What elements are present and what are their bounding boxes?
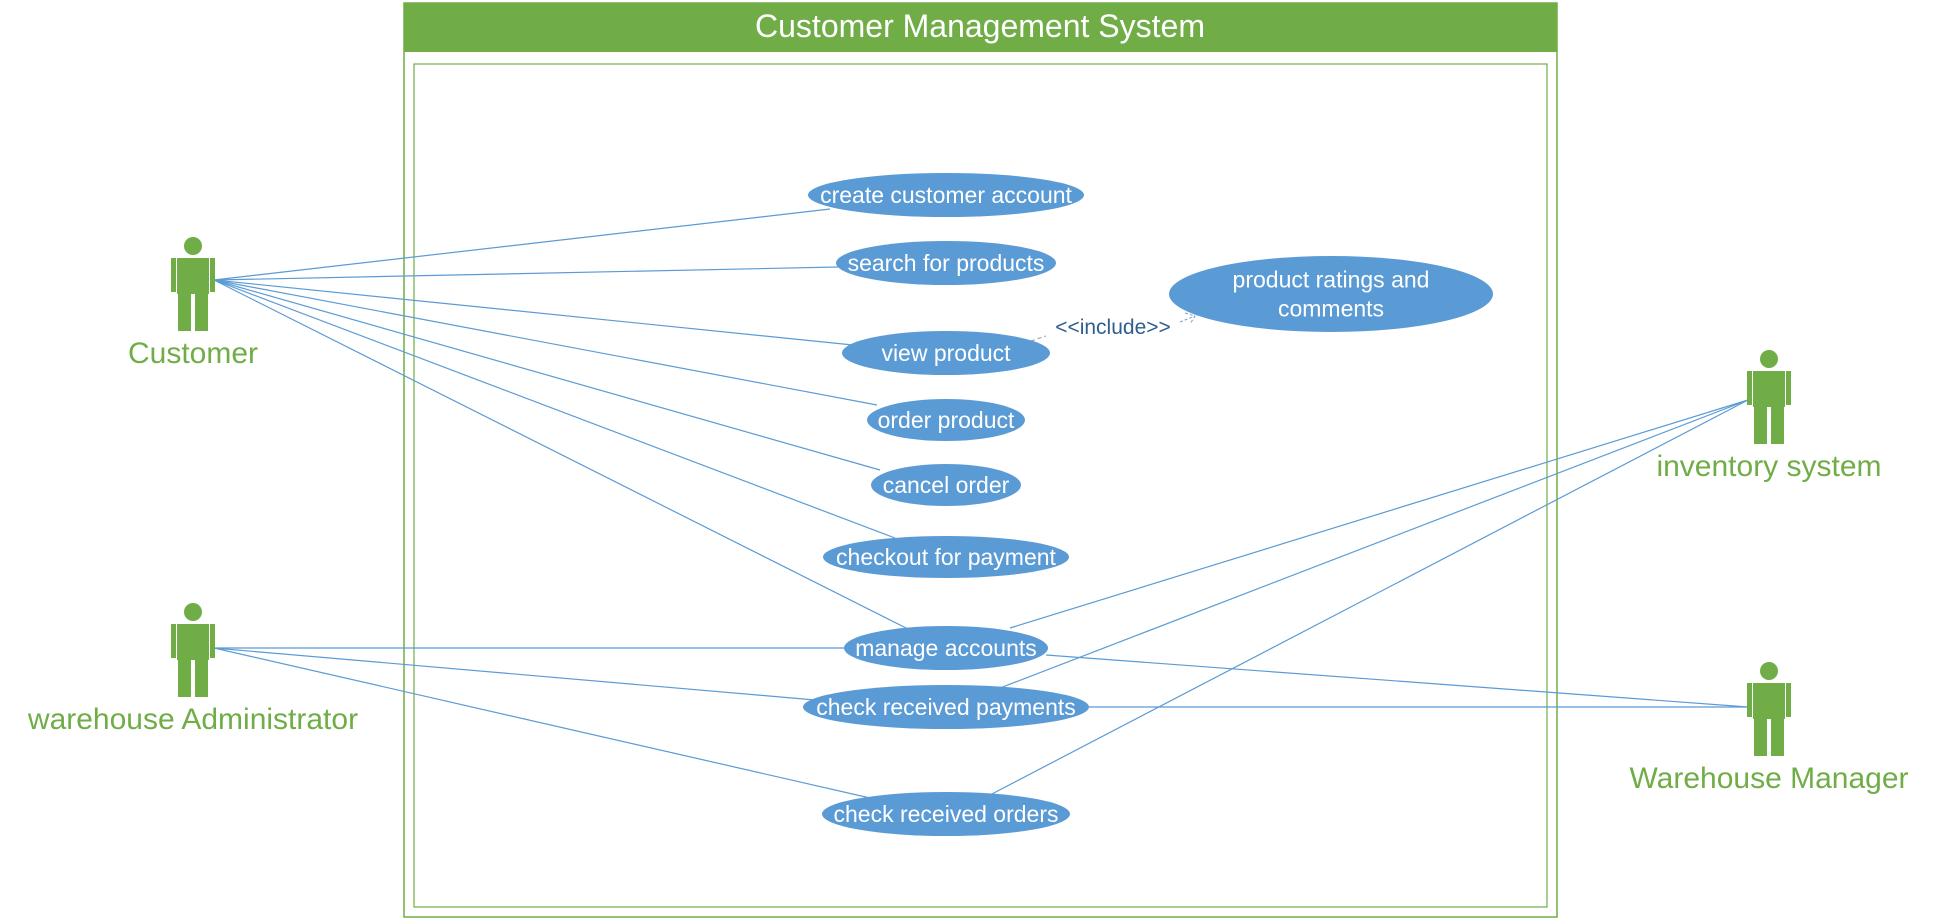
actor-label: Customer bbox=[128, 337, 258, 370]
use-case-check-received-orders[interactable]: check received orders bbox=[822, 792, 1070, 836]
system-title: Customer Management System bbox=[755, 8, 1205, 44]
use-case-cancel-order[interactable]: cancel order bbox=[871, 464, 1021, 506]
use-case-label: comments bbox=[1278, 296, 1384, 322]
use-case-label: manage accounts bbox=[855, 635, 1037, 661]
use-case-ellipse bbox=[842, 331, 1050, 375]
use-case-label: cancel order bbox=[883, 472, 1010, 498]
use-case-product-ratings[interactable]: product ratings and comments bbox=[1169, 256, 1493, 332]
use-case-ellipse bbox=[803, 685, 1089, 729]
system-title-bar bbox=[404, 3, 1557, 52]
use-case-label: create customer account bbox=[820, 182, 1072, 208]
use-case-ellipse bbox=[822, 792, 1070, 836]
use-case-checkout-for-payment[interactable]: checkout for payment bbox=[823, 536, 1069, 578]
use-case-search-for-products[interactable]: search for products bbox=[836, 241, 1056, 285]
use-case-create-customer-account[interactable]: create customer account bbox=[808, 173, 1084, 217]
association-customer-checkout-for-payment bbox=[213, 279, 896, 539]
association-inventory-system-manage-accounts bbox=[1009, 399, 1749, 629]
actors-layer: Customer warehouse Administrator inventory… bbox=[27, 237, 1909, 795]
associations-layer bbox=[213, 208, 1749, 799]
actor-label: inventory system bbox=[1656, 450, 1881, 483]
use-case-check-received-payments[interactable]: check received payments bbox=[803, 685, 1089, 729]
use-case-view-product[interactable]: view product bbox=[842, 331, 1050, 375]
use-case-ellipse bbox=[836, 241, 1056, 285]
use-case-label: view product bbox=[881, 340, 1011, 366]
use-case-label: check received orders bbox=[834, 801, 1059, 827]
actor-warehouse-manager[interactable]: Warehouse Manager bbox=[1629, 662, 1909, 795]
use-cases-layer: create customer account search for produc… bbox=[803, 173, 1493, 836]
use-case-label: order product bbox=[878, 407, 1015, 433]
actor-figure-icon bbox=[171, 237, 215, 331]
use-case-ellipse bbox=[844, 626, 1048, 670]
use-case-ellipse bbox=[808, 173, 1084, 217]
association-customer-create-customer-account bbox=[213, 208, 831, 281]
include-stereotype-label: <<include>> bbox=[1055, 316, 1171, 339]
association-warehouse-manager-manage-accounts bbox=[1045, 654, 1749, 708]
association-inventory-system-check-received-orders bbox=[987, 399, 1749, 797]
actor-warehouse-admin[interactable]: warehouse Administrator bbox=[27, 603, 358, 736]
use-case-ellipse bbox=[867, 399, 1025, 441]
association-customer-view-product bbox=[213, 279, 854, 346]
use-case-label: search for products bbox=[848, 250, 1045, 276]
include-dashed-line-start bbox=[1030, 335, 1047, 342]
use-case-label: checkout for payment bbox=[836, 544, 1057, 570]
actor-inventory-system[interactable]: inventory system bbox=[1656, 350, 1882, 483]
use-case-ellipse bbox=[1169, 256, 1493, 332]
actor-figure-icon bbox=[1747, 350, 1791, 444]
association-warehouse-admin-check-received-payments bbox=[213, 647, 816, 701]
use-case-label: check received payments bbox=[816, 694, 1076, 720]
use-case-ellipse bbox=[871, 464, 1021, 506]
association-customer-cancel-order bbox=[213, 279, 881, 471]
use-case-manage-accounts[interactable]: manage accounts bbox=[844, 626, 1048, 670]
system-boundary: Customer Management System bbox=[403, 2, 1558, 918]
actor-label: Warehouse Manager bbox=[1629, 762, 1908, 795]
include-relationship: <<include>> bbox=[1030, 312, 1196, 342]
association-warehouse-admin-check-received-orders bbox=[213, 647, 871, 799]
include-arrowhead bbox=[1179, 312, 1196, 325]
actor-figure-icon bbox=[1747, 662, 1791, 756]
actor-figure-icon bbox=[171, 603, 215, 697]
association-customer-manage-accounts bbox=[213, 279, 911, 631]
actor-customer[interactable]: Customer bbox=[128, 237, 258, 370]
system-outer-frame bbox=[403, 2, 1558, 918]
use-case-order-product[interactable]: order product bbox=[867, 399, 1025, 441]
association-inventory-system-check-received-payments bbox=[999, 399, 1749, 689]
actor-label: warehouse Administrator bbox=[27, 703, 358, 736]
association-customer-search-for-products bbox=[213, 266, 839, 281]
use-case-ellipse bbox=[823, 536, 1069, 578]
association-customer-order-product bbox=[213, 279, 878, 406]
use-case-label: product ratings and bbox=[1233, 267, 1430, 293]
system-inner-frame bbox=[413, 63, 1548, 908]
